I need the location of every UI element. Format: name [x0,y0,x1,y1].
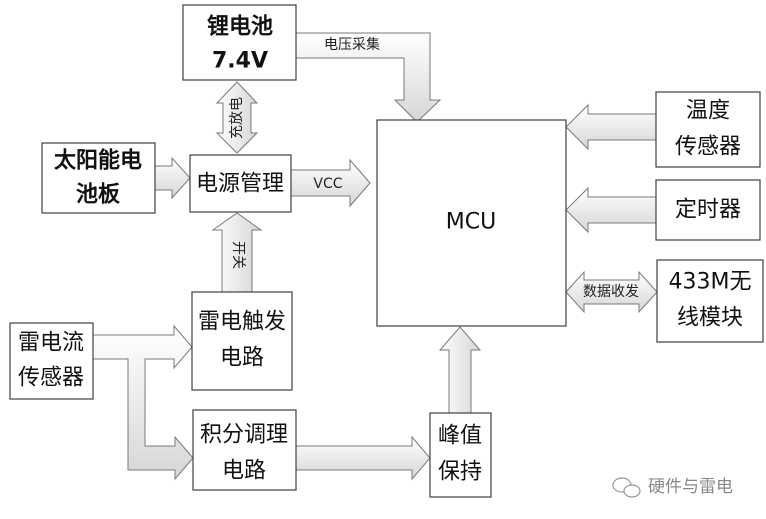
battery-voltage: 7.4V [212,49,268,74]
charge-discharge-arrow [215,81,259,154]
timer-block: 定时器 [655,179,761,241]
voltage-sense-label: 电压采集 [324,36,380,53]
power-label: 电源管理 [196,172,284,197]
solar-to-power-arrow [154,156,191,200]
power-management-block: 电源管理 [189,154,292,213]
solar-label-line1: 太阳能电 [54,148,142,174]
integrator-label-line2: 电路 [222,459,266,484]
peak-label-line1: 峰值 [438,424,482,449]
solar-label-line2: 池板 [76,183,121,208]
peak-hold-block: 峰值 保持 [429,412,492,498]
temp-label-line2: 传感器 [675,135,741,160]
peak-label-line2: 保持 [438,460,482,485]
wireless-label-line2: 线模块 [677,306,743,331]
mcu-label: MCU [446,210,496,235]
data-transfer-label: 数据收发 [583,284,639,300]
battery-block: 锂电池 7.4V [182,4,297,81]
sensor-label-line1: 雷电流 [18,331,84,356]
integrator-block: 积分调理 电路 [192,409,297,491]
battery-label: 锂电池 [207,14,273,40]
temp-to-mcu-arrow [565,103,657,151]
wireless-label-line1: 433M无 [669,270,752,295]
timer-to-mcu-arrow [565,186,657,234]
integrator-label-line1: 积分调理 [200,423,288,448]
sensor-label-line2: 传感器 [18,366,84,391]
trigger-label-line2: 电路 [220,346,264,371]
charge-discharge-label: 充放电 [229,97,245,139]
mcu-block: MCU [376,119,567,327]
switch-label: 开关 [230,241,246,269]
temp-label-line1: 温度 [686,99,730,124]
vcc-label: VCC [313,176,342,192]
voltage-sense-arrow [295,32,442,123]
switch-arrow [211,212,263,293]
vcc-arrow [290,158,371,208]
timer-label: 定时器 [675,198,741,223]
trigger-label-line1: 雷电触发 [198,310,286,335]
sensor-to-trigger-arrow [92,324,194,481]
wireless-module-block: 433M无 线模块 [656,259,764,343]
lightning-trigger-block: 雷电触发 电路 [191,291,293,391]
watermark: 硬件与雷电 [612,477,733,498]
solar-panel-block: 太阳能电 池板 [41,142,156,214]
lightning-current-sensor-block: 雷电流 传感器 [9,322,94,400]
wechat-icon [612,477,641,498]
temperature-sensor-block: 温度 传感器 [655,91,761,168]
integrator-to-peak-arrow [295,435,431,481]
watermark-text: 硬件与雷电 [648,477,733,497]
peak-to-mcu-arrow [438,326,482,414]
